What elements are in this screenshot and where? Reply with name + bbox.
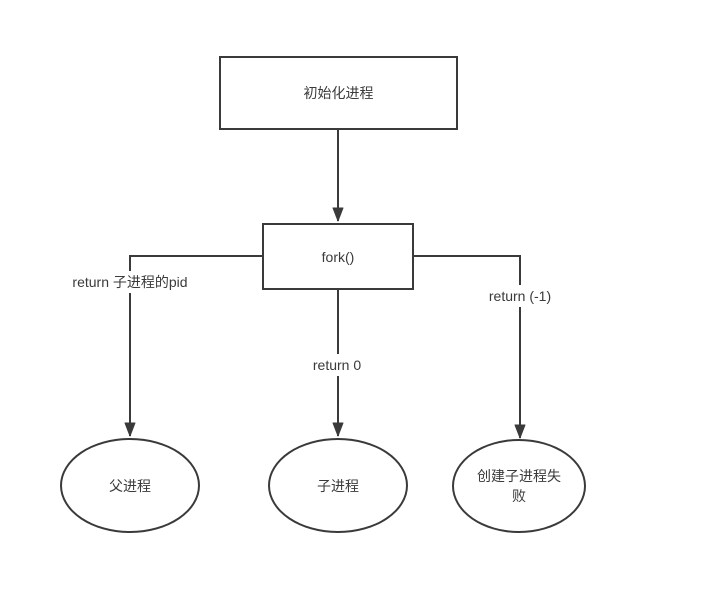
- edge-label-return-parent-pid: return 子进程的pid: [40, 271, 220, 293]
- edge-label-return-zero: return 0: [287, 354, 387, 376]
- node-fork-failed: 创建子进程失败: [452, 439, 586, 533]
- node-fork-label: fork(): [321, 248, 355, 265]
- node-init-process-label: 初始化进程: [303, 85, 374, 101]
- node-child-process: 子进程: [268, 438, 408, 533]
- node-fork: fork(): [262, 223, 414, 290]
- edge-label-return-minus-one: return (-1): [460, 285, 580, 307]
- node-parent-process-label: 父进程: [109, 477, 151, 494]
- node-fork-failed-label: 创建子进程失败: [477, 468, 561, 504]
- edge-fork-to-fail: [413, 255, 526, 439]
- edge-fork-to-parent: [124, 255, 262, 437]
- node-child-process-label: 子进程: [317, 477, 359, 494]
- node-parent-process: 父进程: [60, 438, 200, 533]
- node-init-process: 初始化进程: [219, 56, 458, 130]
